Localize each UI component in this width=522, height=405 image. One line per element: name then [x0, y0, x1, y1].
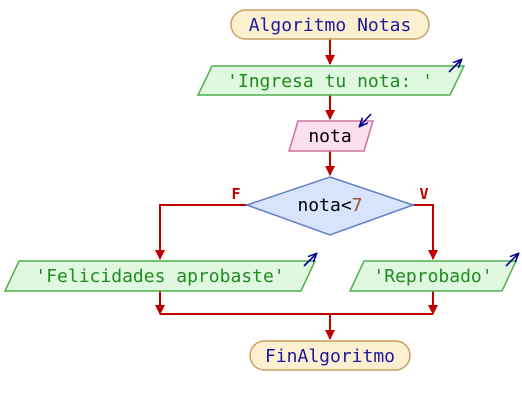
output-prompt-text: 'Ingresa tu nota: ': [227, 71, 433, 92]
branch-false-label: F: [231, 185, 240, 203]
decision-shape: [244, 176, 416, 236]
decision-condition: nota<7: [297, 195, 362, 216]
algorithm-name: Notas: [357, 15, 411, 36]
decision-value: 7: [352, 195, 363, 216]
decision-var: nota: [297, 195, 340, 216]
start-terminal-shape: [230, 9, 430, 40]
end-terminal-label: FinAlgoritmo: [265, 346, 395, 367]
input-shape: [287, 120, 375, 152]
input-arrow-icon: [360, 113, 372, 126]
start-keyword: Algoritmo: [249, 15, 347, 36]
output-true-block: 'Reprobado': [348, 254, 518, 292]
connector-false-branch: [155, 204, 247, 260]
decision-operator: <: [341, 195, 352, 216]
output-false-block: 'Felicidades aprobaste': [3, 254, 317, 292]
output-true-text: 'Reprobado': [373, 266, 492, 287]
output-true-shape: [348, 260, 518, 292]
connectors: [155, 39, 438, 340]
end-terminal-shape: [249, 340, 411, 371]
branch-true-label: V: [419, 185, 428, 203]
start-terminal-label: Algoritmo Notas: [249, 15, 412, 36]
output-prompt-block: 'Ingresa tu nota: ': [196, 60, 466, 96]
output-arrow-icon: [448, 60, 461, 73]
output-prompt-shape: [196, 65, 466, 96]
output-true-arrow-icon: [505, 254, 518, 267]
output-false-shape: [3, 260, 317, 292]
input-variable-text: nota: [308, 126, 351, 147]
output-false-arrow-icon: [303, 254, 316, 267]
connector-true-branch: [413, 204, 438, 260]
input-block: nota: [287, 113, 375, 152]
start-terminal: Algoritmo Notas: [230, 9, 430, 40]
end-terminal: FinAlgoritmo: [249, 340, 411, 371]
decision-block: nota<7 F V: [231, 176, 429, 236]
output-false-text: 'Felicidades aprobaste': [35, 266, 284, 287]
